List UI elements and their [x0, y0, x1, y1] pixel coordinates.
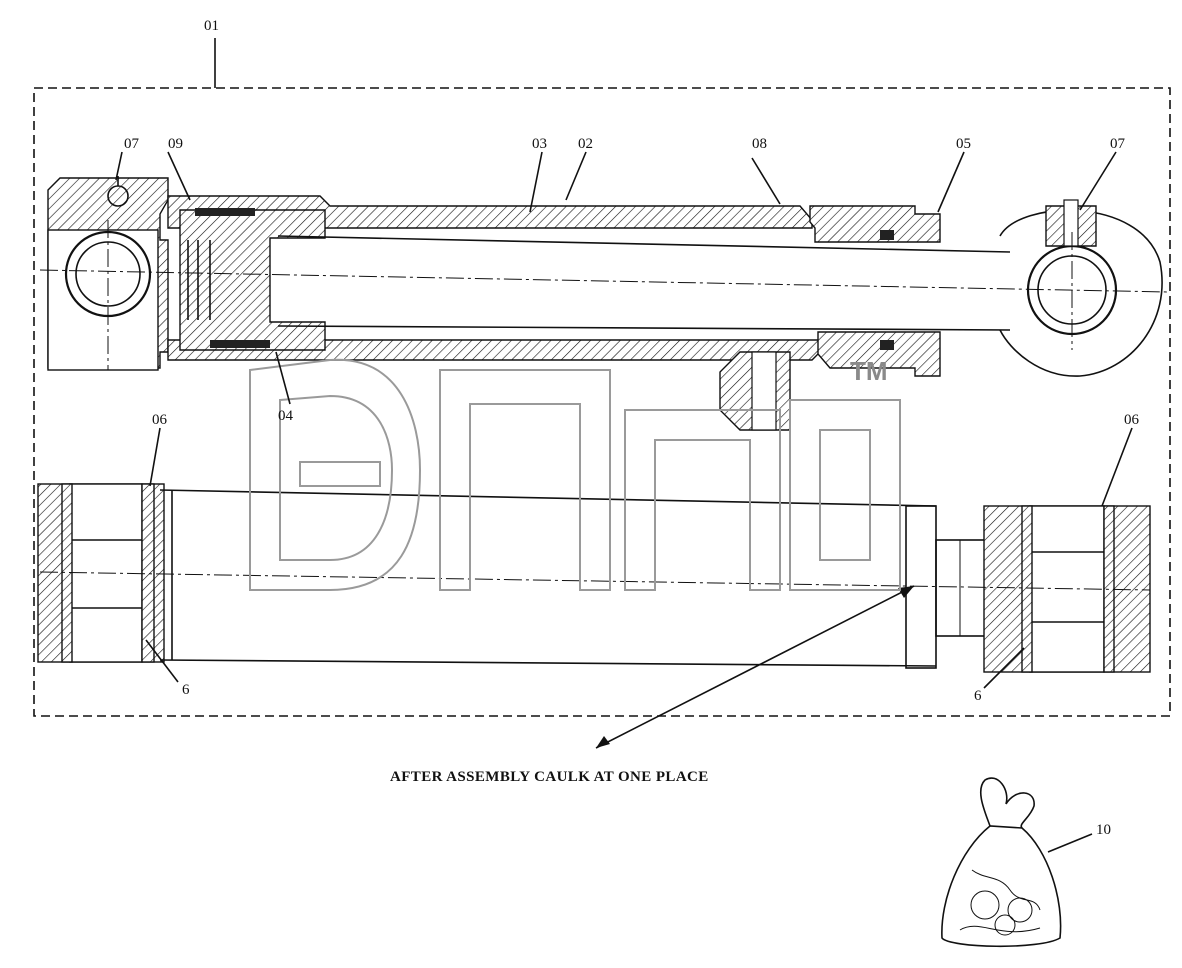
bushing-detail-section	[37, 483, 1151, 673]
right-bushing-wall-b	[1103, 505, 1115, 673]
leader-04	[275, 351, 291, 405]
label-10: 10	[1096, 822, 1111, 838]
label-06-right: 06	[1124, 412, 1140, 428]
assembly-note: AFTER ASSEMBLY CAULK AT ONE PLACE	[390, 769, 709, 785]
piston	[179, 209, 326, 351]
leader-06-left	[149, 427, 161, 487]
upper-centerline	[39, 269, 1169, 293]
label-6-left: 6	[182, 682, 190, 698]
assembly-boundary	[33, 87, 1171, 717]
leader-6-left	[145, 639, 179, 683]
caulk-arrowhead	[898, 586, 914, 598]
gland-seal-bottom	[880, 340, 894, 350]
watermark-trademark: TM	[850, 356, 888, 386]
rod-bottom-edge	[277, 325, 1011, 331]
leader-07-left	[115, 151, 123, 181]
leader-07-right	[1079, 151, 1117, 211]
left-bushing-wall-a	[61, 483, 73, 663]
right-bushing-wall-a	[1021, 505, 1033, 673]
parts-bag-icon	[941, 777, 1062, 948]
label-01: 01	[204, 18, 219, 34]
lower-centerline	[39, 571, 1151, 591]
leader-02	[565, 151, 587, 201]
label-05: 05	[956, 136, 971, 152]
leader-03	[529, 151, 543, 213]
rod-gland-bottom	[817, 331, 941, 377]
rod-gland-top	[809, 205, 941, 243]
label-07-left: 07	[124, 136, 140, 152]
rod-top-edge	[277, 235, 1011, 253]
watermark-logo: TM	[249, 356, 901, 591]
label-02: 02	[578, 136, 593, 152]
leader-08	[751, 157, 781, 205]
gland-seal-top	[880, 230, 894, 240]
leader-09	[167, 151, 191, 201]
barrel-lower-wall	[167, 339, 821, 361]
tube-top-edge	[159, 489, 937, 507]
leader-05	[937, 151, 965, 213]
cylinder-assembly-section	[39, 176, 1169, 431]
label-08: 08	[752, 136, 767, 152]
left-bushing-wall-b	[141, 483, 155, 663]
rod-neck	[935, 539, 989, 637]
tube-bottom-edge	[159, 659, 937, 667]
label-09: 09	[168, 136, 183, 152]
label-03: 03	[532, 136, 547, 152]
port-bore	[751, 351, 777, 431]
piston-seal-bottom	[210, 340, 270, 348]
label-04: 04	[278, 408, 294, 424]
leader-10	[1047, 833, 1093, 853]
label-6-right: 6	[974, 688, 982, 704]
label-07-right: 07	[1110, 136, 1126, 152]
label-06-left: 06	[152, 412, 168, 428]
leader-6-right	[983, 647, 1025, 689]
piston-seal-top	[195, 208, 255, 216]
leader-06-right	[1101, 427, 1133, 507]
caulk-leader	[595, 585, 915, 749]
